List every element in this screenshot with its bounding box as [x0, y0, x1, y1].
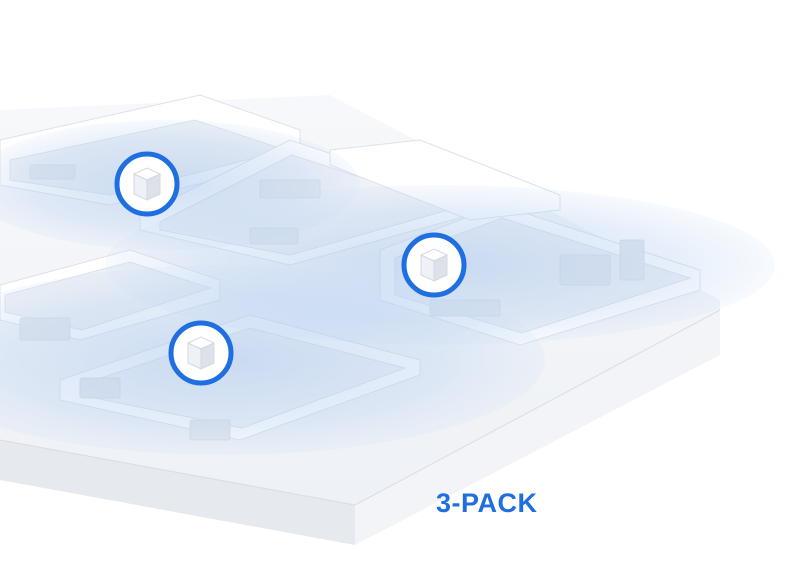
mesh-router-cube-icon [132, 167, 162, 201]
mesh-unit-3 [168, 320, 234, 386]
mesh-unit-1 [114, 151, 180, 217]
coverage-zone-3 [0, 265, 545, 455]
mesh-unit-2 [401, 232, 467, 298]
pack-size-label: 3-PACK [436, 488, 538, 518]
mesh-router-cube-icon [186, 336, 216, 370]
mesh-router-cube-icon [419, 248, 449, 282]
